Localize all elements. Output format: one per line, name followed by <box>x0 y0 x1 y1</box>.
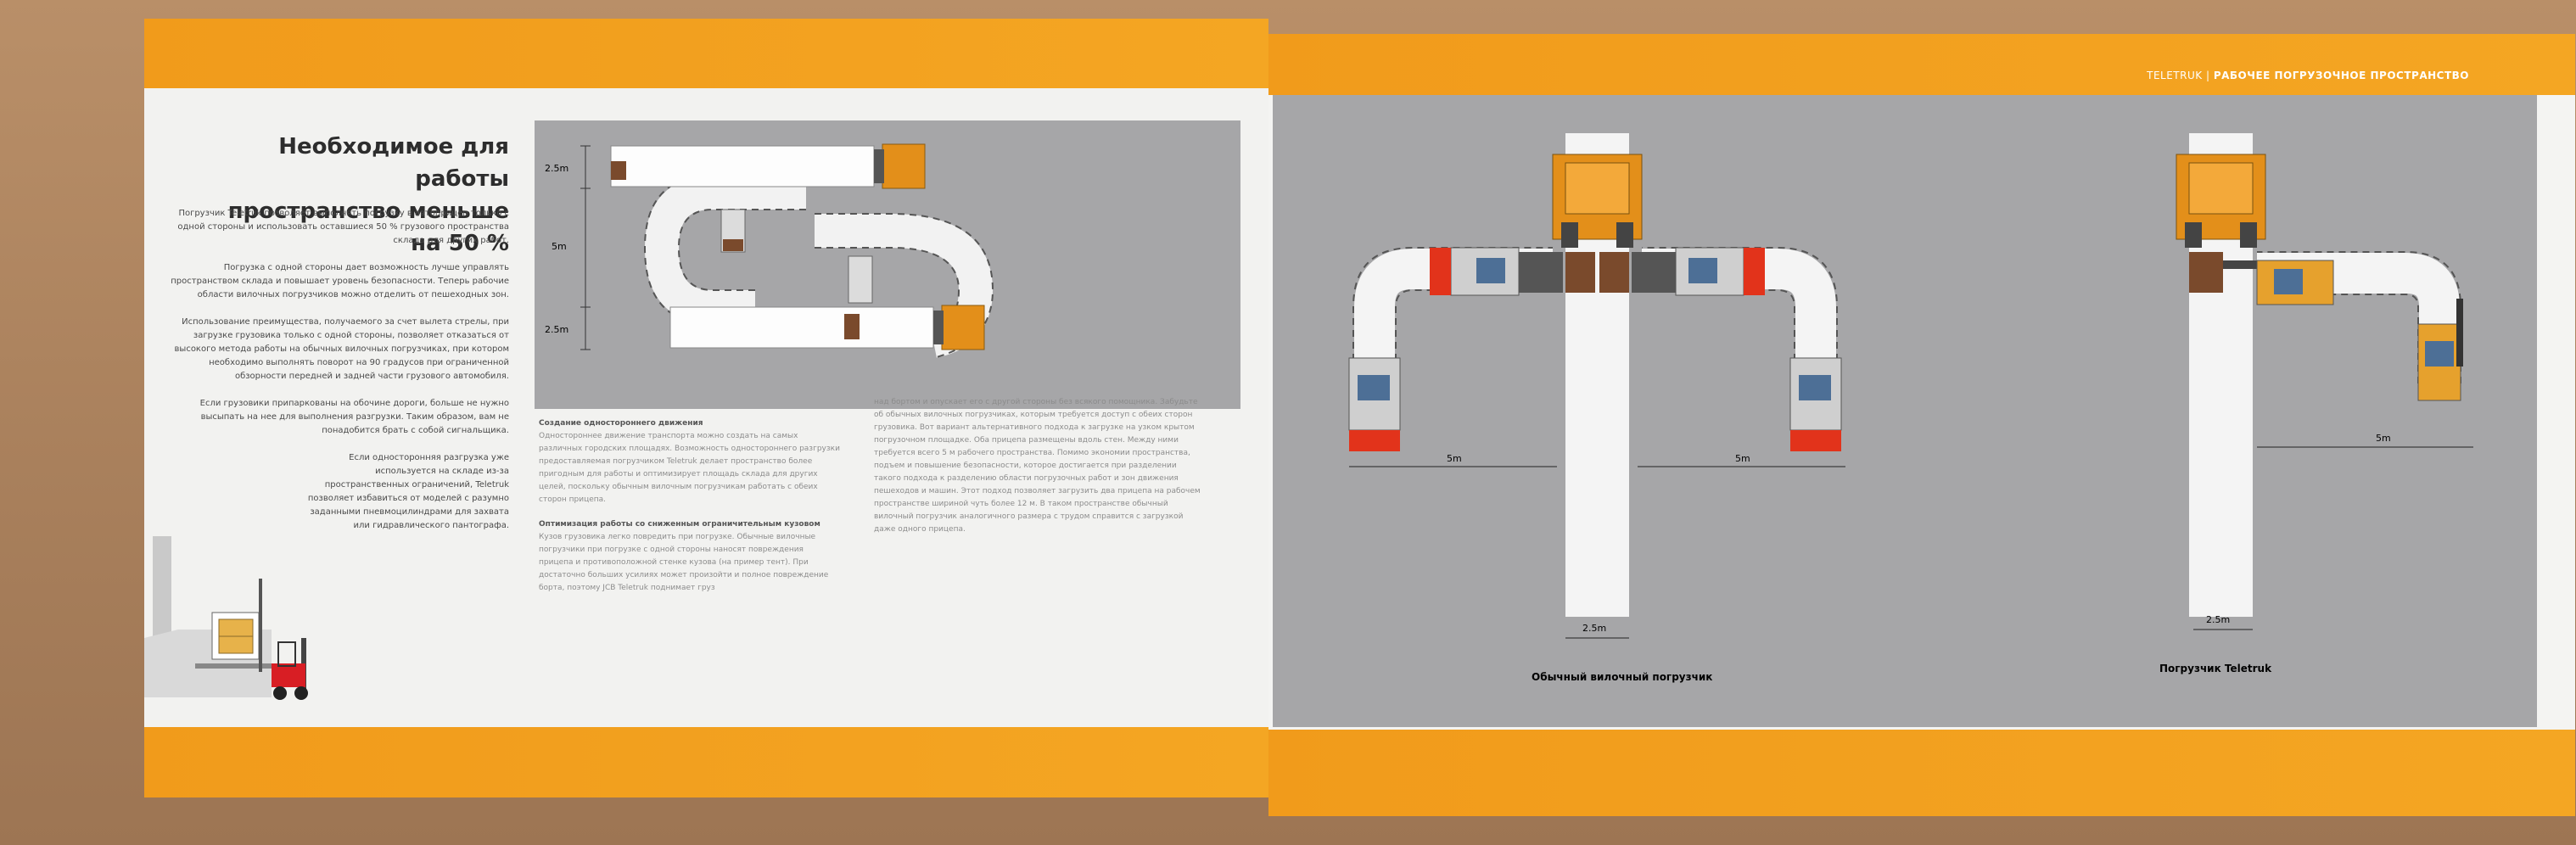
conventional-truck-cab <box>1552 154 1643 248</box>
left-page-top-band <box>144 19 1268 88</box>
page-headline: Необходимое для работы пространство мень… <box>221 131 509 260</box>
loading-layout-diagram: 2.5m 5m 2.5m <box>535 120 1240 409</box>
brand-name: TELETRUK <box>2147 70 2203 81</box>
section-title: РАБОЧЕЕ ПОГРУЗОЧНОЕ ПРОСТРАНСТВО <box>2213 70 2469 81</box>
dim-label-bottom: 2.5m <box>545 324 568 335</box>
paragraph-3: Использование преимущества, получаемого … <box>174 317 509 381</box>
right-page: TELETRUK | РАБОЧЕЕ ПОГРУЗОЧНОЕ ПРОСТРАНС… <box>1268 34 2575 816</box>
forklift-icon <box>272 638 308 700</box>
headline-line-1: Необходимое для работы <box>278 134 509 192</box>
dim-label-middle: 5m <box>552 241 567 252</box>
dim-label-top: 2.5m <box>545 163 568 174</box>
column-2-copy: Создание одностороннего движения Односто… <box>539 417 840 595</box>
conventional-dimensions <box>1349 466 1845 639</box>
column-2-heading-1: Создание одностороннего движения <box>539 419 703 428</box>
right-page-bottom-band <box>1268 730 2575 816</box>
column-2-text-2: Кузов грузовика легко повредить при погр… <box>539 533 829 592</box>
paragraph-4: Если грузовики припаркованы на обочине д… <box>199 399 509 435</box>
column-3-copy: над бортом и опускает его с другой сторо… <box>874 396 1205 536</box>
teletruk-top <box>720 209 746 253</box>
paragraph-2: Погрузка с одной стороны дает возможност… <box>171 263 509 299</box>
conv-width-left: 5m <box>1447 453 1462 464</box>
right-forklift <box>1675 247 1765 296</box>
teletruk-turning <box>2417 299 2463 401</box>
trailer-icon <box>144 536 297 697</box>
headline-line-2: пространство меньше на 50 % <box>227 199 509 256</box>
top-truck <box>610 143 926 189</box>
dimension-lines <box>580 145 591 350</box>
header-separator: | <box>2205 70 2210 81</box>
teletruk-layout: 5m 2.5m Погрузчик Teletruk <box>2159 133 2473 674</box>
column-2-text-1: Одностороннее движение транспорта можно … <box>539 432 840 504</box>
right-forklift-turning <box>1789 357 1842 451</box>
left-page-bottom-band <box>144 727 1268 797</box>
left-page: Необходимое для работы пространство мень… <box>144 19 1268 797</box>
column-3-text: над бортом и опускает его с другой сторо… <box>874 398 1201 534</box>
conv-width-right: 5m <box>1735 453 1750 464</box>
left-forklift-turning <box>1348 357 1401 451</box>
conv-lane-width: 2.5m <box>1582 623 1606 634</box>
right-page-top-band <box>1268 34 2575 95</box>
teletruk-dimensions <box>2193 446 2473 630</box>
tele-width: 5m <box>2376 433 2391 444</box>
caption-teletruk: Погрузчик Teletruk <box>2159 663 2272 674</box>
teletruk-loader <box>2256 260 2334 305</box>
paragraph-5: Если односторонняя разгрузка уже использ… <box>307 453 509 530</box>
loading-illustration <box>144 536 308 700</box>
section-header: TELETRUK | РАБОЧЕЕ ПОГРУЗОЧНОЕ ПРОСТРАНС… <box>1930 70 2469 81</box>
paragraph-1: Погрузчик Teletruk позволяет выполнять п… <box>177 209 509 245</box>
tele-lane-width: 2.5m <box>2206 614 2230 625</box>
bottom-truck <box>669 305 985 350</box>
caption-conventional: Обычный вилочный погрузчик <box>1532 671 1712 683</box>
comparison-diagram: 5m 5m 2.5m Обычный вилочный погрузчик <box>1273 95 2537 727</box>
teletruk-bottom <box>848 255 873 304</box>
teletruk-truck-cab <box>2176 154 2266 248</box>
conventional-layout: 5m 5m 2.5m Обычный вилочный погрузчик <box>1348 133 1845 683</box>
column-2-heading-2: Оптимизация работы со сниженным ограничи… <box>539 520 820 529</box>
left-forklift <box>1430 247 1520 296</box>
intro-copy: Погрузчик Teletruk позволяет выполнять п… <box>170 207 509 546</box>
